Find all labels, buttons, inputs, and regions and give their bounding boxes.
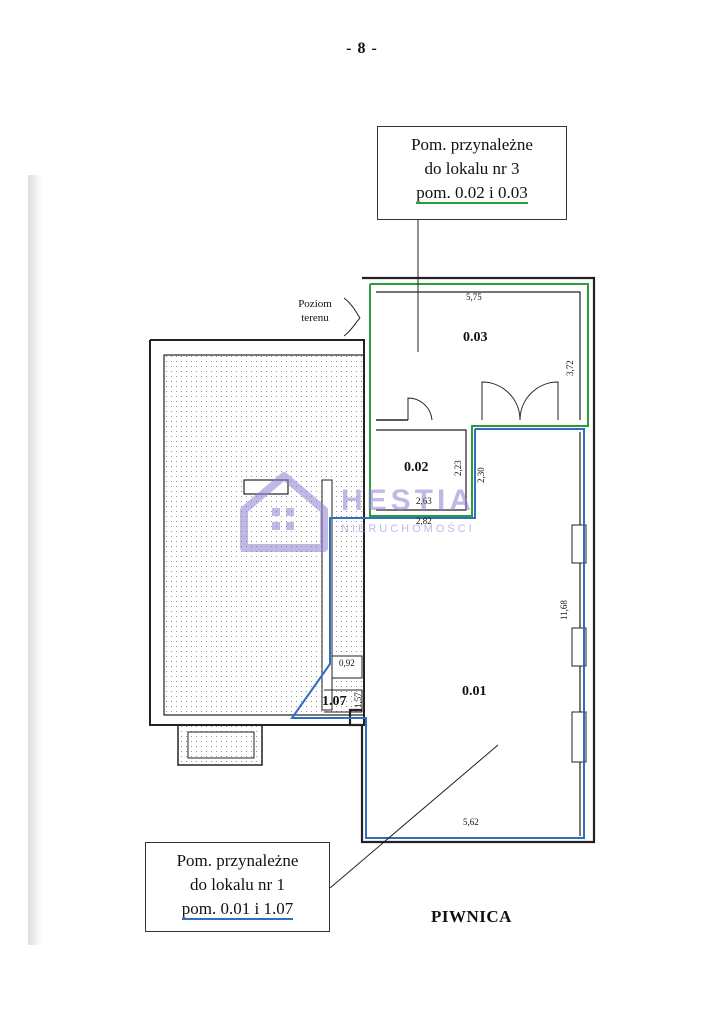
dim-157: 1,57 — [353, 692, 363, 708]
room-002-walls — [376, 429, 467, 511]
terrain-label-line2: terenu — [301, 312, 329, 324]
boundary-blue — [290, 428, 585, 839]
window-3 — [571, 711, 587, 763]
callout-top-line2: do lokalu nr 3 — [424, 159, 520, 178]
floor-title: PIWNICA — [431, 907, 512, 926]
dim-092: 0,92 — [339, 658, 355, 668]
callout-bottom-line1: Pom. przynależne — [176, 851, 299, 870]
room-label-001: 0.01 — [462, 684, 487, 699]
callout-top-line1: Pom. przynależne — [411, 135, 533, 154]
callout-bottom-line2: do lokalu nr 1 — [190, 875, 285, 894]
dim-263: 2,63 — [416, 496, 432, 506]
dim-372: 3,72 — [565, 360, 575, 376]
page-number: - 8 - — [346, 40, 378, 57]
dim-575: 5,75 — [466, 292, 482, 302]
window-2 — [571, 627, 587, 667]
corridor-wall — [321, 479, 333, 711]
dim-562: 5,62 — [463, 817, 479, 827]
dim-282: 2,82 — [416, 516, 432, 526]
scan-edge — [28, 175, 42, 945]
dim-223: 2,23 — [453, 460, 463, 476]
outer-wall-left — [149, 339, 365, 726]
door-arc-003b — [519, 381, 559, 421]
callout-top-line3: pom. 0.02 i 0.03 — [416, 183, 528, 204]
outer-wall-right — [348, 276, 596, 844]
light-well — [177, 724, 263, 766]
house-logo-icon — [240, 472, 328, 552]
dim-230: 2,30 — [476, 467, 486, 483]
room-107-walls — [331, 655, 363, 679]
watermark-subtitle: NIERUCHOMOŚCI — [341, 523, 475, 535]
terrain-label: Poziom terenu — [290, 297, 340, 325]
terrain-label-line1: Poziom — [298, 298, 332, 310]
hestia-watermark: HESTIA NIERUCHOMOŚCI — [238, 470, 498, 560]
room-label-003: 0.03 — [463, 330, 488, 345]
window-1 — [571, 524, 587, 564]
dim-1168: 11,68 — [559, 600, 569, 620]
boundary-green — [369, 283, 589, 517]
callout-lokal-3: Pom. przynależne do lokalu nr 3 pom. 0.0… — [377, 126, 567, 220]
door-arc-003a — [481, 381, 521, 421]
callout-lokal-1: Pom. przynależne do lokalu nr 1 pom. 0.0… — [145, 842, 330, 932]
room-label-107: 1.07 — [322, 694, 347, 709]
door-arc-002 — [407, 397, 433, 421]
callout-bottom-line3: pom. 0.01 i 1.07 — [181, 899, 294, 920]
leader-bottom — [329, 744, 499, 889]
terrain-symbol — [343, 297, 361, 337]
inner-wall-right — [376, 291, 581, 420]
room-label-002: 0.02 — [404, 460, 429, 475]
watermark-word: HESTIA — [341, 484, 476, 517]
